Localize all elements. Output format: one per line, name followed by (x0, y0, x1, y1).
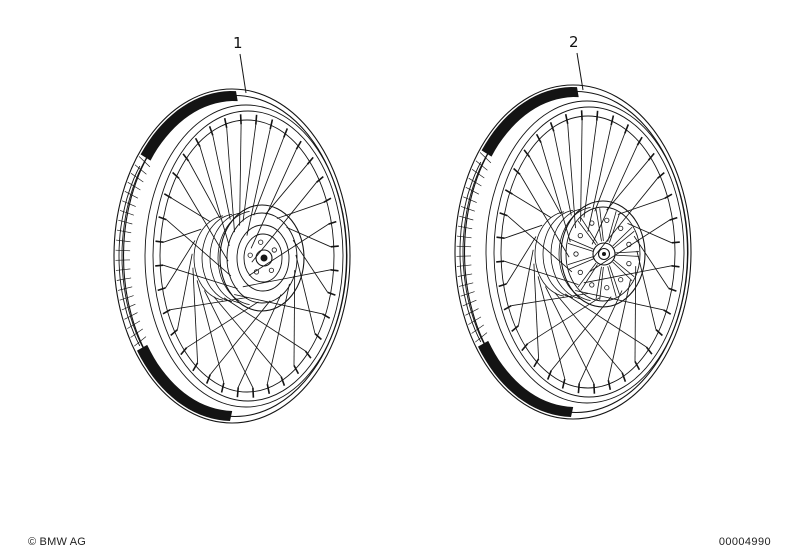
wheel-2 (454, 84, 692, 420)
doc-number: 00004990 (718, 536, 771, 548)
callout-1-label: 1 (233, 34, 243, 52)
copyright-text: © BMW AG (28, 536, 86, 548)
callout-2-label: 2 (569, 33, 579, 51)
callout-leader-lines (239, 52, 584, 94)
callout-1-leader (239, 53, 247, 94)
wheel-1 (113, 88, 351, 424)
callout-2-leader (576, 52, 584, 91)
